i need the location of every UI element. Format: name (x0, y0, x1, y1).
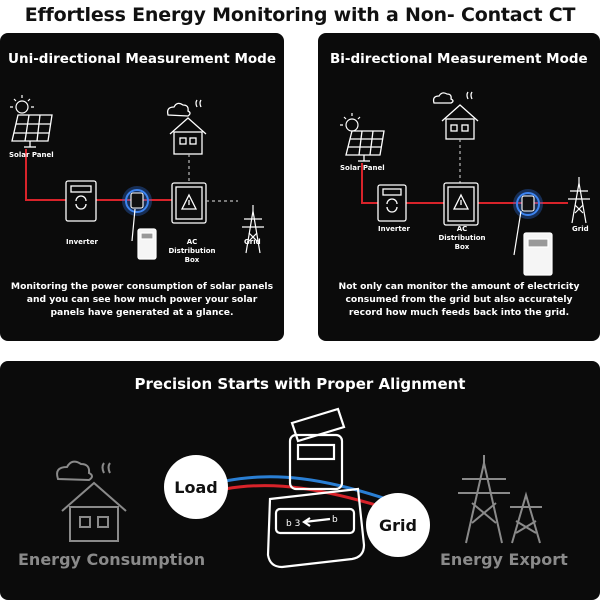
ac-distribution-box-label: AC Distribution Box (438, 225, 486, 251)
load-label: Load (164, 455, 228, 519)
house-icon (56, 460, 127, 542)
ct-sensor-icon (521, 195, 535, 212)
inverter-label: Inverter (66, 238, 98, 246)
ct-sensor-icon (130, 192, 144, 209)
page-title: Effortless Energy Monitoring with a Non-… (24, 4, 576, 26)
alignment-panel: Precision Starts with Proper Alignment b… (0, 361, 600, 600)
bi-description: Not only can monitor the amount of elect… (338, 281, 580, 318)
solar-panel-label: Solar Panel (340, 164, 385, 172)
uni-description: Monitoring the power consumption of sola… (10, 281, 274, 318)
energy-meter-icon (513, 210, 553, 276)
inverter-icon (65, 180, 97, 222)
ct-clamp-icon: b 3 b (266, 407, 366, 569)
energy-consumption-label: Energy Consumption (18, 550, 206, 569)
grid-label: Grid (366, 493, 430, 557)
house-icon (432, 91, 479, 140)
solar-panel-icon (11, 114, 53, 148)
uni-diagram (10, 95, 264, 260)
bi-panel-title: Bi-directional Measurement Mode (330, 51, 588, 67)
alignment-title: Precision Starts with Proper Alignment (134, 375, 466, 393)
grid-tower-icon (458, 455, 542, 544)
inverter-label: Inverter (378, 225, 410, 233)
grid-label: Grid (572, 225, 589, 233)
ac-distribution-box-icon (443, 182, 479, 226)
uni-directional-panel: Uni-directional Measurement Mode (0, 33, 284, 341)
sun-icon (10, 95, 34, 114)
solar-panel-icon (345, 130, 385, 162)
svg-text:b: b (332, 515, 338, 525)
bi-diagram (340, 91, 590, 276)
house-icon (166, 99, 207, 155)
uni-panel-title: Uni-directional Measurement Mode (8, 51, 276, 67)
ac-distribution-box-icon (171, 182, 207, 224)
alignment-diagram: b 3 b (56, 407, 542, 569)
svg-text:b 3: b 3 (286, 519, 300, 529)
energy-meter-icon (131, 208, 157, 260)
ac-distribution-box-label: AC Distribution Box (168, 238, 216, 264)
grid-label: Grid (244, 238, 261, 246)
sun-icon (340, 113, 361, 132)
grid-tower-icon (568, 177, 590, 224)
inverter-icon (377, 184, 407, 222)
grid-tower-icon (242, 205, 264, 254)
solar-panel-label: Solar Panel (9, 151, 54, 159)
energy-export-label: Energy Export (440, 550, 568, 569)
bi-directional-panel: Bi-directional Measurement Mode (318, 33, 600, 341)
